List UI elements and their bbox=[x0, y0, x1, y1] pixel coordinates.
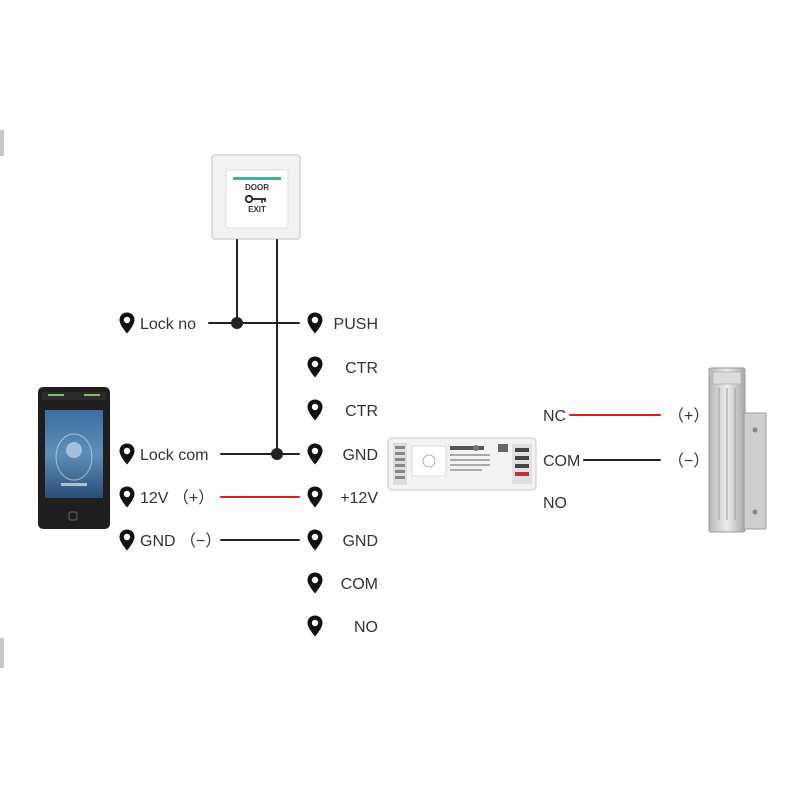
location-pin-icon bbox=[119, 443, 135, 465]
label-lock-com: Lock com bbox=[140, 447, 208, 464]
terminal-ctr: CTR bbox=[345, 360, 378, 377]
wires bbox=[208, 239, 661, 541]
face-recognition-terminal bbox=[38, 387, 110, 529]
reader-terminal-labels: Lock no Lock com 12V （+） GND （−） bbox=[119, 312, 221, 551]
terminal-12v: +12V bbox=[340, 490, 378, 507]
label-12v: 12V （+） bbox=[140, 489, 214, 507]
terminal-push: PUSH bbox=[334, 316, 378, 333]
location-pin-icon bbox=[307, 312, 323, 334]
location-pin-icon bbox=[119, 529, 135, 551]
location-pin-icon bbox=[307, 572, 323, 594]
label-com: COM bbox=[543, 453, 580, 470]
location-pin-icon bbox=[307, 443, 323, 465]
junction-dot bbox=[231, 317, 243, 329]
terminal-gnd: GND bbox=[342, 533, 378, 550]
location-pin-icon bbox=[307, 356, 323, 378]
exit-button-indicator-strip bbox=[233, 177, 281, 180]
location-pin-icon bbox=[307, 399, 323, 421]
terminal-no: NO bbox=[354, 619, 378, 636]
terminal-gnd: GND bbox=[342, 447, 378, 464]
lock-terminal-labels: NC COM NO （+） （−） bbox=[543, 407, 709, 512]
label-no: NO bbox=[543, 495, 567, 512]
exit-button-label-door: DOOR bbox=[245, 183, 269, 192]
edge-mark-top bbox=[0, 130, 4, 156]
key-icon bbox=[244, 194, 266, 204]
exit-button-device: DOOR EXIT bbox=[211, 154, 301, 240]
magnetic-lock bbox=[708, 367, 767, 533]
controller-terminals: PUSH CTR CTR GND +12V GND COM NO bbox=[307, 312, 378, 637]
label-minus: （−） bbox=[668, 452, 709, 470]
terminal-com: COM bbox=[341, 576, 378, 593]
exit-button-label-exit: EXIT bbox=[248, 205, 266, 214]
junction-dot bbox=[271, 448, 283, 460]
location-pin-icon bbox=[119, 486, 135, 508]
location-pin-icon bbox=[307, 486, 323, 508]
location-pin-icon bbox=[119, 312, 135, 334]
label-gnd: GND （−） bbox=[140, 532, 221, 550]
power-controller-module bbox=[387, 437, 537, 491]
terminal-ctr: CTR bbox=[345, 403, 378, 420]
label-nc: NC bbox=[543, 408, 566, 425]
location-pin-icon bbox=[307, 615, 323, 637]
label-lock-no: Lock no bbox=[140, 316, 196, 333]
edge-mark-bottom bbox=[0, 638, 4, 668]
label-plus: （+） bbox=[668, 407, 709, 425]
location-pin-icon bbox=[307, 529, 323, 551]
